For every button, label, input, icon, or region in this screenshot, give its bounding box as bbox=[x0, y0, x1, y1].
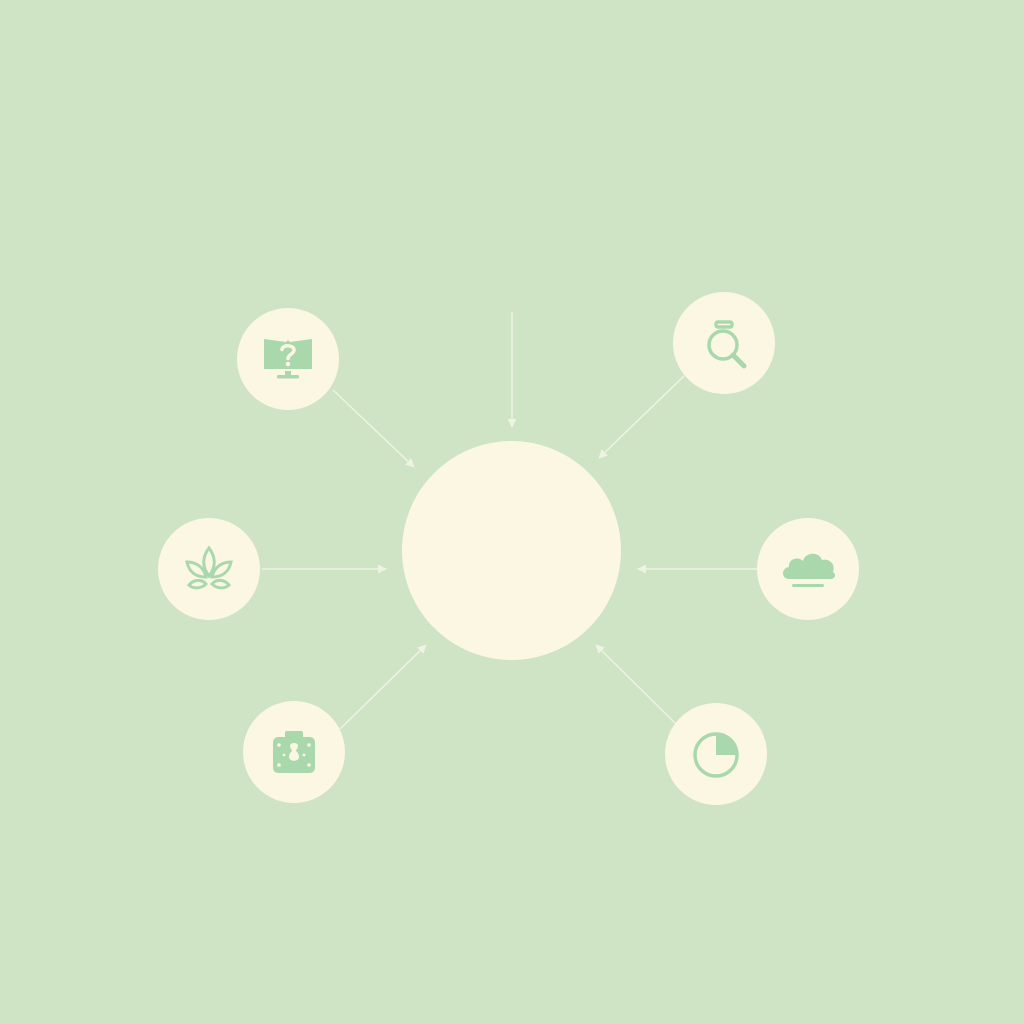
help-node bbox=[237, 308, 339, 410]
central-hub-circle bbox=[402, 441, 621, 660]
pie-chart-icon bbox=[693, 732, 739, 778]
cloud-icon bbox=[783, 553, 836, 587]
cloud-node bbox=[757, 518, 859, 620]
connector-top-right bbox=[598, 375, 685, 459]
chart-node bbox=[665, 703, 767, 805]
leaves-icon bbox=[185, 545, 233, 590]
connector-top-left bbox=[332, 389, 415, 468]
camera-icon bbox=[273, 731, 315, 773]
connector-bottom-left bbox=[339, 644, 427, 730]
search-node bbox=[673, 292, 775, 394]
camera-node bbox=[243, 701, 345, 803]
monitor-question-icon bbox=[264, 339, 312, 379]
magnifier-jar-icon bbox=[707, 320, 747, 369]
connector-bottom-right bbox=[595, 644, 676, 724]
leaves-node bbox=[158, 518, 260, 620]
